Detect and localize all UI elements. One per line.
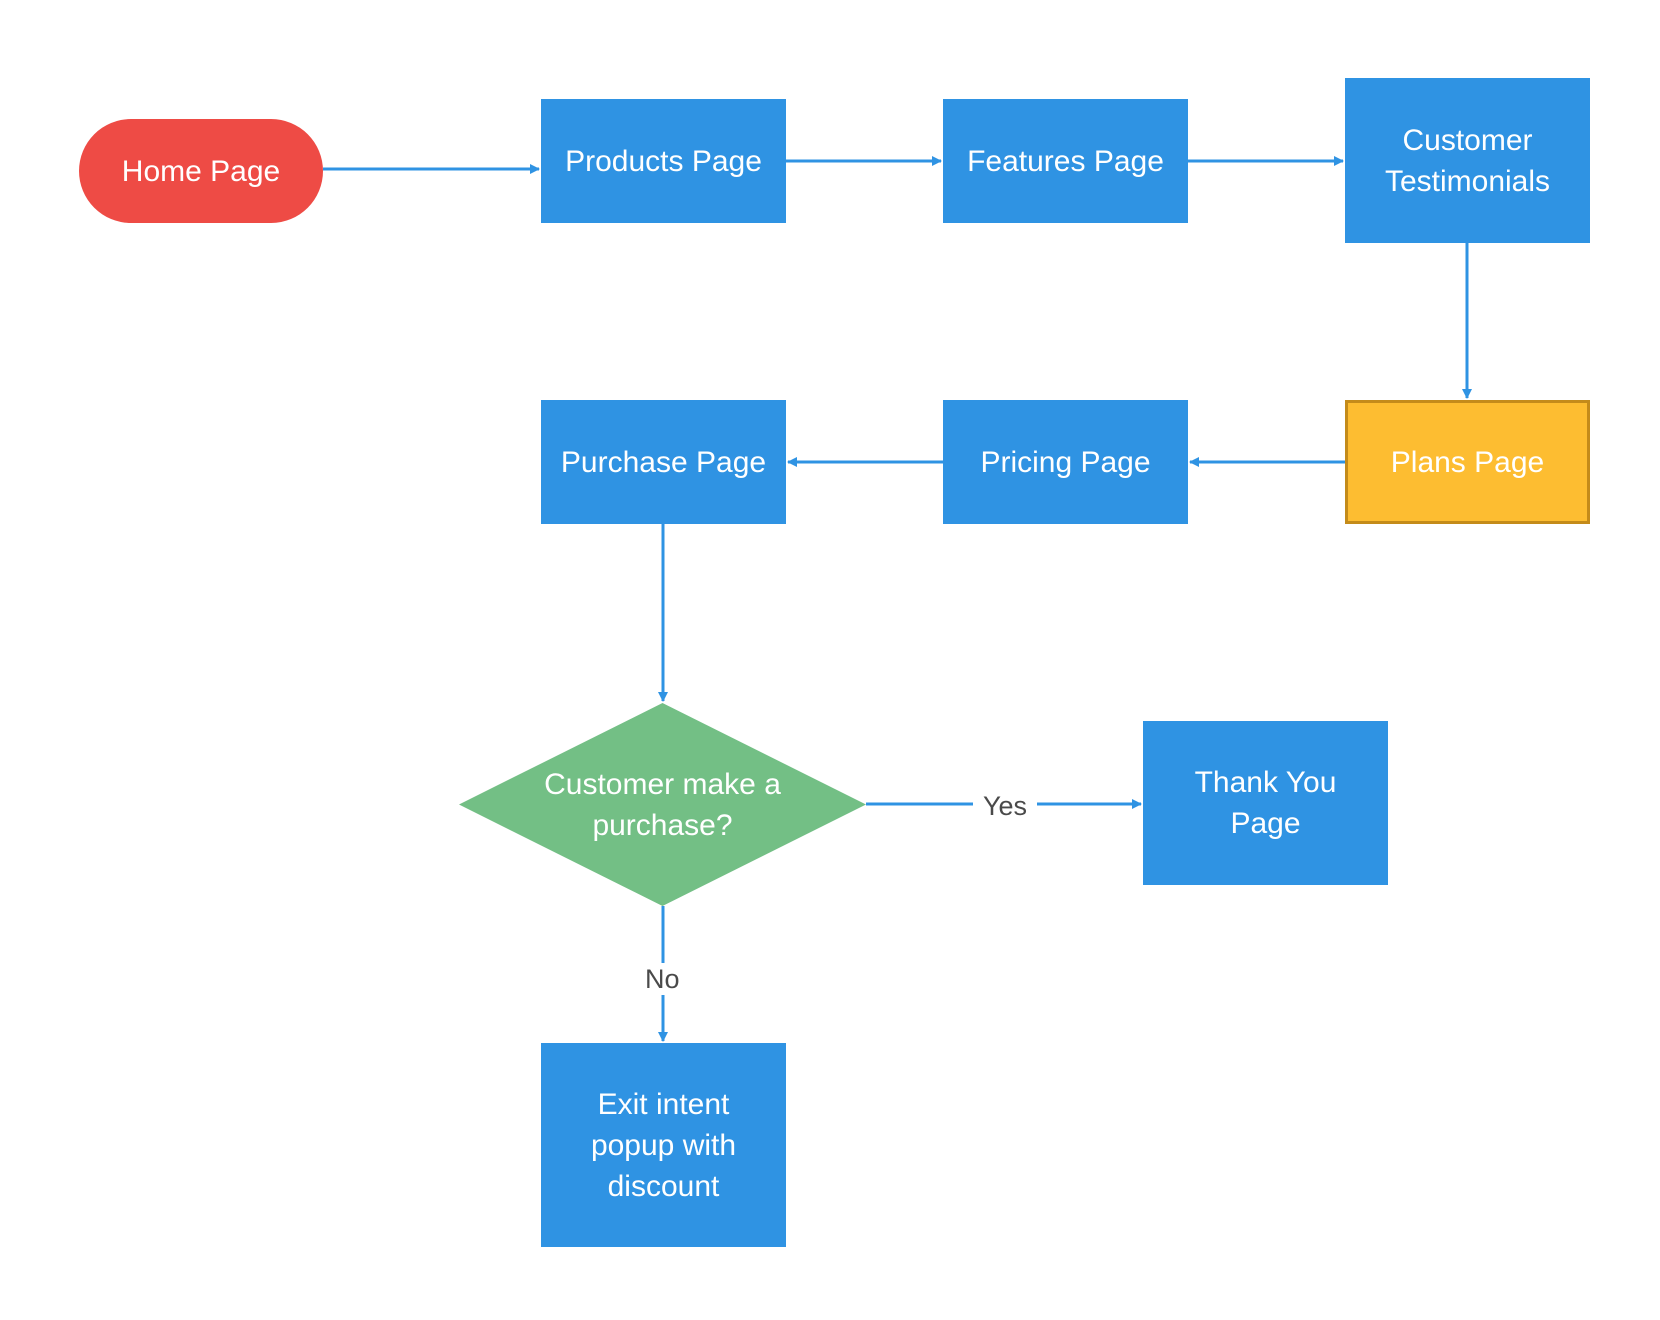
edge-label-no: No — [635, 963, 690, 995]
node-purchase-page[interactable]: Purchase Page — [541, 400, 786, 524]
node-pricing-page-label: Pricing Page — [980, 445, 1151, 479]
node-home-page-label: Home Page — [121, 154, 281, 188]
node-thank-you-page[interactable]: Thank You Page — [1143, 721, 1388, 885]
node-products-page-label: Products Page — [565, 144, 762, 178]
node-customer-testimonials-label: Customer Testimonials — [1384, 123, 1551, 198]
node-products-page[interactable]: Products Page — [541, 99, 786, 223]
node-home-page[interactable]: Home Page — [79, 119, 323, 223]
node-thank-you-page-label: Thank You Page — [1194, 766, 1337, 840]
node-features-page-label: Features Page — [967, 144, 1164, 178]
node-pricing-page[interactable]: Pricing Page — [943, 400, 1188, 524]
node-exit-intent-popup-label: Exit intent popup with discount — [590, 1087, 737, 1203]
node-purchase-page-label: Purchase Page — [560, 445, 767, 479]
node-decision-label: Customer make a purchase? — [544, 767, 781, 842]
node-customer-testimonials[interactable]: Customer Testimonials — [1345, 78, 1590, 243]
node-plans-page-label: Plans Page — [1390, 445, 1545, 479]
node-decision-purchase[interactable]: Customer make a purchase? — [459, 703, 866, 906]
node-features-page[interactable]: Features Page — [943, 99, 1188, 223]
decision-diamond-shape — [459, 703, 866, 906]
node-plans-page[interactable]: Plans Page — [1345, 400, 1590, 524]
node-exit-intent-popup[interactable]: Exit intent popup with discount — [541, 1043, 786, 1247]
edge-label-yes: Yes — [973, 790, 1038, 822]
